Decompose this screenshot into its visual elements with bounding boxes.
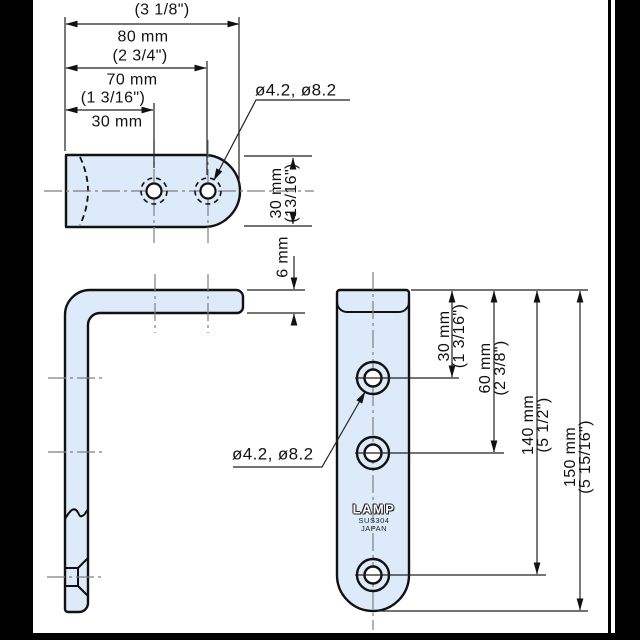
dimension-linework bbox=[64, 17, 588, 612]
front-view bbox=[335, 272, 411, 630]
dim-front-60mm-inch: (2 3/8") bbox=[492, 340, 509, 396]
dim-front-30mm-metric: 30 mm bbox=[436, 310, 453, 362]
hole-countersink-2 bbox=[194, 177, 222, 205]
countersink-section bbox=[65, 557, 89, 597]
dim-80mm: 80 mm bbox=[117, 28, 169, 46]
dim-70mm-inch: (2 3/4") bbox=[112, 47, 168, 65]
side-view-centerlines bbox=[47, 274, 209, 578]
origin-stamp: JAPAN bbox=[360, 524, 388, 533]
top-view bbox=[44, 140, 314, 243]
dim-front-150mm-inch: (5 15/16") bbox=[577, 420, 594, 494]
dim-height-30mm-metric: 30 mm bbox=[268, 167, 285, 219]
dim-front-140mm-metric: 140 mm bbox=[520, 394, 537, 456]
scan-border-right-rule bbox=[608, 0, 611, 640]
scan-border-left bbox=[0, 0, 33, 640]
dim-front-60mm-metric: 60 mm bbox=[477, 342, 494, 394]
top-view-holes bbox=[140, 177, 222, 205]
hole-small-2 bbox=[199, 182, 217, 200]
dim-front-30mm: 30 mm (1 3/16") bbox=[436, 303, 468, 369]
leader-front-holes bbox=[233, 391, 366, 468]
dim-front-150mm: 150 mm (5 15/16") bbox=[562, 420, 594, 494]
hole-callout-top: ø4.2, ø8.2 bbox=[255, 80, 337, 100]
scan-border-bottom bbox=[0, 633, 640, 640]
dim-height-30mm-inch: (13/16") bbox=[283, 163, 300, 223]
material-stamp: SUS304 bbox=[358, 516, 390, 525]
dim-front-30mm-inch: (1 3/16") bbox=[451, 303, 468, 369]
side-view bbox=[47, 274, 245, 614]
dim-front-140mm: 140 mm (5 1/2") bbox=[520, 394, 552, 456]
scan-border-right bbox=[615, 0, 640, 640]
hole-callout-front: ø4.2, ø8.2 bbox=[232, 444, 314, 464]
break-line bbox=[64, 508, 89, 520]
dim-height-30mm: 30 mm (13/16") bbox=[268, 163, 300, 223]
lamp-logo: LAMP bbox=[352, 501, 396, 517]
dim-80mm-inch: (3 1/8") bbox=[134, 1, 190, 19]
dim-front-140mm-inch: (5 1/2") bbox=[535, 397, 552, 453]
hole-countersink-1 bbox=[140, 177, 168, 205]
dim-30mm: 30 mm bbox=[91, 113, 143, 131]
dim-70mm: 70 mm bbox=[106, 71, 158, 89]
dim-30mm-inch: (1 3/16") bbox=[80, 89, 146, 107]
dim-front-150mm-metric: 150 mm bbox=[562, 426, 579, 488]
dim-thickness-6mm-metric: 6 mm bbox=[274, 236, 292, 278]
leader-top-holes bbox=[213, 99, 350, 181]
dim-front-60mm: 60 mm (2 3/8") bbox=[477, 340, 509, 396]
side-view-profile bbox=[63, 288, 245, 614]
dim-thickness-6mm: 6 mm bbox=[274, 236, 292, 278]
hole-small-1 bbox=[145, 182, 163, 200]
